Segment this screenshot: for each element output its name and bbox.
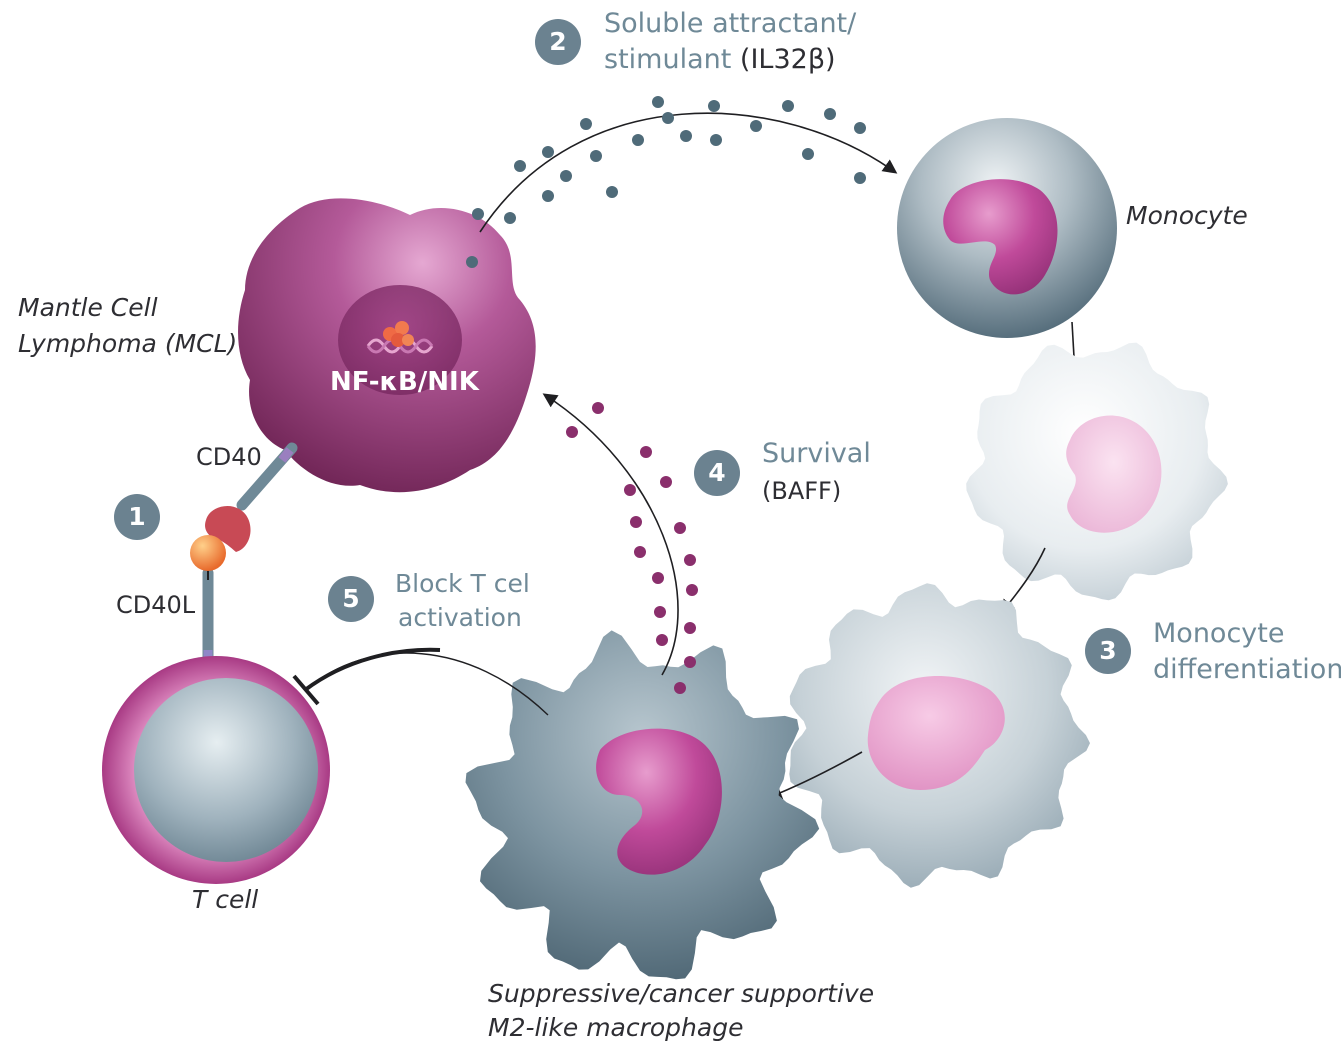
cd40-icon	[205, 505, 251, 552]
il32-dot	[560, 170, 572, 182]
baff-dot	[652, 572, 664, 584]
baff-dot	[684, 656, 696, 668]
differentiating-cell-late	[789, 583, 1090, 888]
t-cell	[102, 656, 330, 884]
step-4-badge: 4	[694, 450, 740, 496]
early-cell-nucleus	[1066, 415, 1162, 533]
baff-dot	[566, 426, 578, 438]
baff-dot	[656, 634, 668, 646]
il32-dot	[708, 100, 720, 112]
il32-dot	[750, 120, 762, 132]
differentiating-cell-early	[966, 342, 1228, 601]
step-3-badge: 3	[1085, 628, 1131, 674]
step-2-factor: (IL32β)	[739, 44, 836, 75]
baff-arrow	[542, 393, 679, 676]
step-5-badge: 5	[328, 576, 374, 622]
baff-dot	[624, 484, 636, 496]
step-4-label-line1: Survival	[762, 438, 871, 469]
il32-dot	[472, 208, 484, 220]
baff-dot	[654, 606, 666, 618]
step-5-label-line2: activation	[398, 603, 522, 632]
step-2-label-line1: Soluble attractant/	[604, 8, 857, 39]
step-2-label-line2: stimulant (IL32β)	[604, 44, 836, 75]
step-3-label-line1: Monocyte	[1153, 618, 1285, 649]
il32-dot	[710, 134, 722, 146]
baff-dot	[684, 622, 696, 634]
monocyte-label: Monocyte	[1126, 201, 1248, 230]
baff-dot	[674, 682, 686, 694]
baff-dot	[592, 402, 604, 414]
nfkb-nik-label: NF-κB/NIK	[330, 367, 479, 397]
cd40l-icon	[190, 535, 226, 571]
cd40-receptor	[205, 442, 298, 552]
il32-dot	[606, 186, 618, 198]
il32-dot	[542, 190, 554, 202]
t-cell-label: T cell	[192, 885, 259, 914]
il32-dot	[802, 148, 814, 160]
differentiation-arrow-3	[767, 751, 863, 800]
t-cell-nucleus	[134, 678, 318, 862]
il32-dot	[854, 122, 866, 134]
il32-dot	[590, 150, 602, 162]
cd40l-label: CD40L	[116, 591, 196, 619]
baff-dot	[634, 546, 646, 558]
il32-dot	[504, 212, 516, 224]
mcl-cell	[238, 198, 536, 493]
cd40-label: CD40	[196, 443, 262, 471]
macrophage-nucleus	[596, 728, 722, 875]
step-2-badge: 2	[535, 19, 581, 65]
monocyte-cell	[897, 118, 1117, 338]
cd40l-ligand	[190, 535, 226, 674]
il32-arrow	[479, 112, 898, 233]
baff-dot	[640, 446, 652, 458]
step-4-label-line2: (BAFF)	[762, 477, 842, 505]
step-1-badge: 1	[114, 494, 160, 540]
macrophage-label-line1: Suppressive/cancer supportive	[488, 979, 875, 1008]
il32-dot	[782, 100, 794, 112]
inhibition-bar-icon	[292, 674, 320, 706]
block-t-cell-line	[304, 652, 549, 716]
mcl-label-line2: Lymphoma (MCL)	[18, 329, 238, 358]
il32-dot	[542, 146, 554, 158]
il32-dot	[824, 108, 836, 120]
monocyte-nucleus	[943, 179, 1058, 295]
macrophage-cell	[465, 630, 820, 980]
step-3-label-line2: differentiation	[1153, 654, 1341, 685]
baff-dot	[630, 516, 642, 528]
step-2-label-text: stimulant	[604, 44, 732, 75]
il32-dot	[580, 118, 592, 130]
baff-dot	[684, 554, 696, 566]
late-cell-nucleus	[867, 676, 1005, 790]
baff-dot	[674, 522, 686, 534]
macrophage-label-line2: M2-like macrophage	[488, 1013, 744, 1042]
baff-dot	[660, 476, 672, 488]
il32-dot	[514, 160, 526, 172]
il32-dot	[632, 134, 644, 146]
mcl-label-line1: Mantle Cell	[18, 293, 158, 322]
il32-dot	[854, 172, 866, 184]
il32-dots	[466, 96, 866, 268]
il32-dot	[680, 130, 692, 142]
il32-dot	[466, 256, 478, 268]
baff-dot	[686, 584, 698, 596]
step-5-label-line1: Block T cel	[395, 569, 530, 598]
il32-dot	[652, 96, 664, 108]
il32-dot	[662, 112, 674, 124]
baff-dots	[566, 402, 698, 694]
